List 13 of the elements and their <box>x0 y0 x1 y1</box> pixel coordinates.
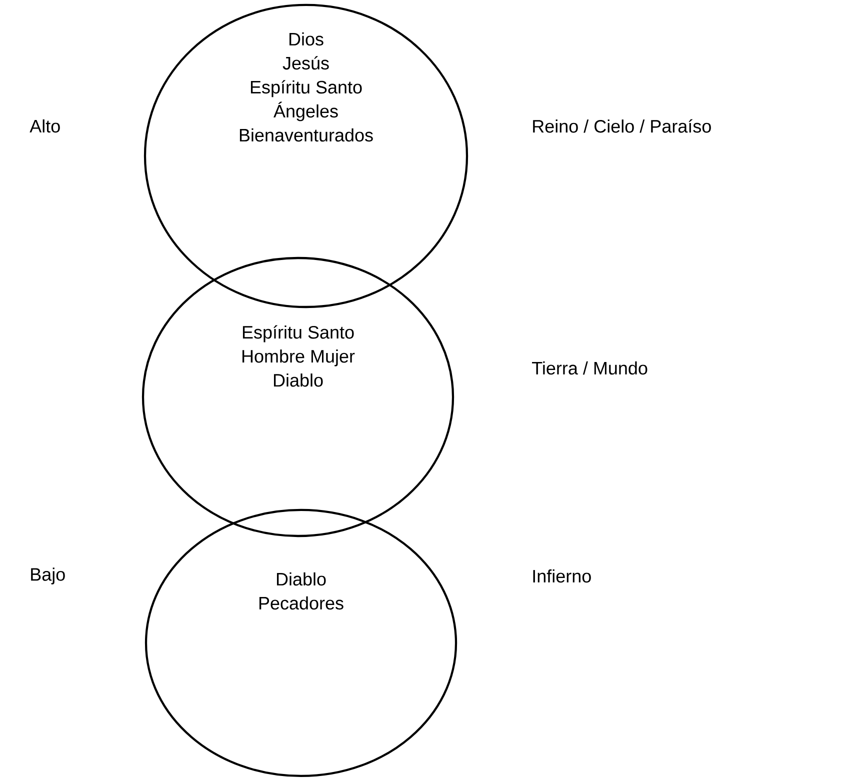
node-label: Jesús <box>282 56 329 70</box>
node-label: Bienaventurados <box>240 128 373 142</box>
circle-text: Diablo Pecadores <box>259 572 344 610</box>
side-label: Tierra / Mundo <box>532 361 648 375</box>
node-label: Dios <box>289 32 324 46</box>
side-label: Infierno <box>533 569 591 583</box>
circle-text: Espíritu Santo Hombre Mujer Diablo <box>242 325 355 387</box>
side-label: Bajo <box>31 568 65 584</box>
side-label: Alto <box>30 119 60 133</box>
node-label: Espíritu Santo <box>250 80 362 98</box>
circle-text: Dios Jesús Espíritu Santo Ángeles Bienaventurados <box>240 32 373 142</box>
side-label: Reino / Cielo / Paraíso <box>533 119 711 133</box>
node-label: Ángeles <box>274 102 338 122</box>
